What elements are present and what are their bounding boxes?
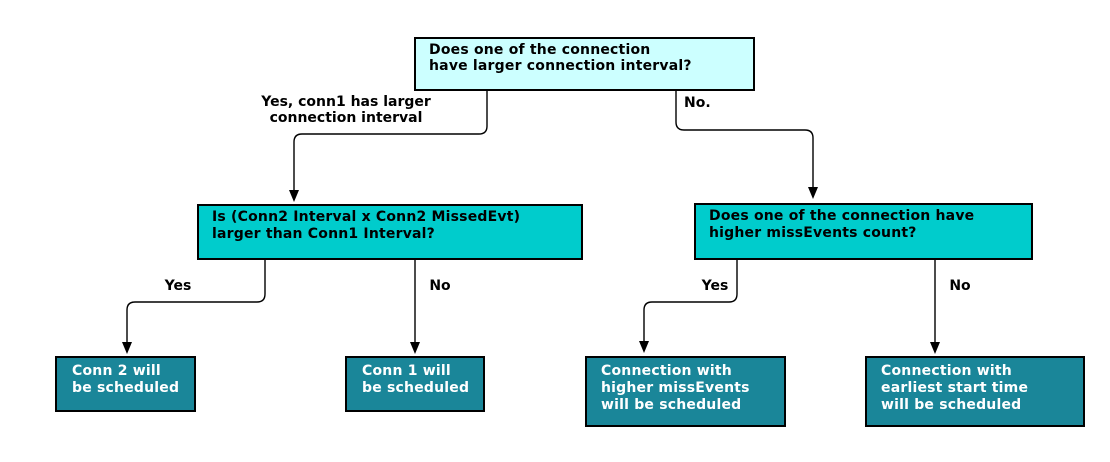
edge-label-right-no: No [949, 278, 971, 294]
connector-root-yes [293, 91, 488, 191]
decision-node-missevents-count: Does one of the connection have higher m… [694, 203, 1033, 260]
arrowhead-root-no-icon [808, 187, 818, 199]
arrowhead-root-yes-icon [289, 190, 299, 202]
edge-label-right-yes: Yes [701, 278, 729, 294]
outcome-node-conn1-scheduled: Conn 1 will be scheduled [345, 356, 485, 412]
arrowhead-left-no-icon [410, 342, 420, 354]
edge-label-root-no: No. [684, 95, 711, 111]
connector-root-no [675, 91, 814, 188]
outcome-node-earliest-start-scheduled: Connection with earliest start time will… [865, 356, 1085, 427]
connector-right-yes [643, 260, 738, 342]
arrowhead-right-yes-icon [639, 341, 649, 353]
decision-node-interval-product: Is (Conn2 Interval x Conn2 MissedEvt) la… [197, 204, 583, 260]
edge-label-left-yes: Yes [164, 278, 192, 294]
arrowhead-left-yes-icon [122, 342, 132, 354]
edge-label-left-no: No [429, 278, 451, 294]
outcome-node-conn2-scheduled: Conn 2 will be scheduled [55, 356, 196, 412]
outcome-node-higher-missevents-scheduled: Connection with higher missEvents will b… [585, 356, 786, 427]
root-question-node: Does one of the connection have larger c… [414, 37, 755, 91]
arrowhead-right-no-icon [930, 342, 940, 354]
connector-left-yes [126, 260, 266, 343]
edge-label-root-yes: Yes, conn1 has larger connection interva… [261, 94, 431, 126]
